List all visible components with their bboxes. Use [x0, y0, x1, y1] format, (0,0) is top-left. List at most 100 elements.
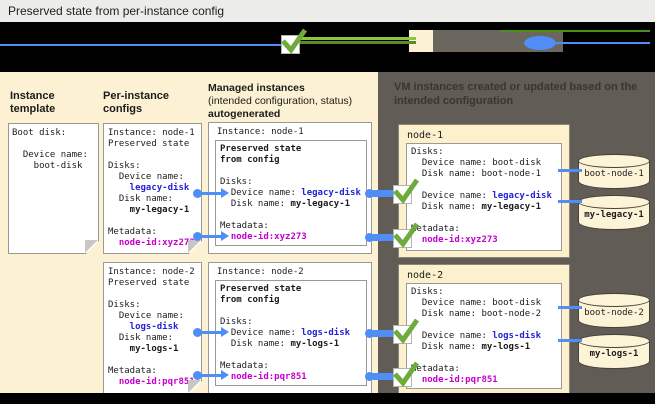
blank-line: [411, 213, 557, 224]
connector-dot: [193, 371, 202, 380]
disk-connector-line: [558, 339, 582, 342]
preserved-state-inner-box: Preserved state from config Disks: Devic…: [215, 140, 367, 246]
vm-detail-inner-box: Disks: Device name: boot-disk Disk name:…: [406, 143, 562, 251]
managed-line: Disks:: [220, 317, 253, 327]
blank-line: [220, 350, 362, 361]
legend-green-line-right: [500, 30, 650, 32]
cylinder-top: [578, 154, 650, 168]
connector-thick-line: [369, 234, 394, 241]
header-instance-template: Instance template: [10, 90, 56, 115]
connector-dot: [365, 372, 374, 381]
config-metadata-value: node-id:pqr851: [108, 377, 195, 387]
config-device-value: legacy-disk: [108, 183, 190, 193]
config-line: Instance: node-1: [108, 128, 195, 138]
header-per-instance-configs: Per-instance configs: [103, 90, 170, 115]
legend-status-checkbox: [281, 28, 308, 55]
arrowhead-icon: [221, 370, 229, 380]
legend-blue-line-left: [0, 44, 281, 46]
vm-boot-device-line: Device name: boot-disk: [411, 158, 542, 168]
blank-line: [411, 353, 557, 364]
status-checkbox: [393, 178, 420, 205]
connector-dot: [193, 189, 202, 198]
header-vm-instances: VM instances created or updated based on…: [394, 81, 638, 107]
per-instance-config-node-1-box: Instance: node-1 Preserved state Disks: …: [103, 123, 202, 254]
arrowhead-icon: [221, 231, 229, 241]
managed-instance-title: Instance: node-1: [217, 127, 304, 137]
connector-thick-line: [369, 190, 394, 197]
vm-boot-device-line: Device name: boot-disk: [411, 298, 542, 308]
managed-instance-node-1-box: Instance: node-1 Preserved state from co…: [208, 122, 372, 254]
header-managed-instances-line3: autogenerated: [208, 108, 281, 120]
legend-green-line-dark: [298, 41, 416, 44]
check-icon: [393, 318, 420, 345]
vm-device-line: Device name: legacy-disk: [411, 191, 552, 201]
status-checkbox: [393, 318, 420, 345]
page-title: Preserved state from per-instance config: [8, 4, 225, 18]
connector-dot: [193, 328, 202, 337]
managed-disk-line: Disk name: my-legacy-1: [220, 199, 351, 209]
disk-cylinder-boot-node-1: boot-node-1: [578, 154, 652, 191]
status-checkbox: [393, 222, 420, 249]
config-line: Device name:: [108, 172, 184, 182]
config-content: Instance: node-1 Preserved state Disks: …: [104, 124, 201, 253]
arrowhead-icon: [221, 327, 229, 337]
preserved-line: from config: [220, 295, 280, 305]
vm-disk-line: Disk name: my-logs-1: [411, 342, 531, 352]
blank-line: [411, 180, 557, 191]
vm-line: Metadata:: [411, 224, 460, 234]
managed-disk-line: Disk name: my-logs-1: [220, 339, 340, 349]
disk-connector-line: [558, 200, 582, 203]
connector-thick-line: [369, 373, 394, 380]
connector-line: [197, 331, 222, 334]
legend-cream-swatch: [409, 30, 433, 52]
vm-boot-disk-line: Disk name: boot-node-1: [411, 169, 542, 179]
managed-metadata-value: node-id:pqr851: [220, 372, 307, 382]
vm-detail-content: Disks: Device name: boot-disk Disk name:…: [407, 284, 561, 389]
managed-instance-node-2-box: Instance: node-2 Preserved state from co…: [208, 262, 372, 394]
check-icon: [393, 222, 420, 249]
blank-line: [220, 210, 362, 221]
config-disk-value: my-logs-1: [108, 344, 179, 354]
header-managed-instances-line2: (intended configuration, status): [208, 95, 353, 107]
legend-check-icon: [281, 28, 308, 55]
config-line: Device name:: [108, 311, 184, 321]
disk-label: boot-node-1: [584, 169, 644, 179]
per-instance-config-node-2-box: Instance: node-2 Preserved state Disks: …: [103, 262, 202, 394]
cylinder-top: [578, 334, 650, 348]
disk-cylinder-my-logs-1: my-logs-1: [578, 334, 652, 371]
blank-line: [220, 166, 362, 177]
disk-label: my-logs-1: [589, 349, 639, 359]
vm-metadata-value: node-id:xyz273: [411, 235, 498, 245]
template-line: Boot disk:: [12, 128, 67, 138]
cylinder-top: [578, 195, 650, 209]
managed-device-line: Device name: logs-disk: [220, 328, 351, 338]
blank-line: [220, 306, 362, 317]
connector-dot: [365, 329, 374, 338]
vm-node-title: node-1: [407, 130, 444, 141]
managed-metadata-value: node-id:xyz273: [220, 232, 307, 242]
preserved-state-inner-box: Preserved state from config Disks: Devic…: [215, 280, 367, 386]
disk-label: boot-node-2: [584, 308, 644, 318]
config-disk-value: my-legacy-1: [108, 205, 190, 215]
blank-line: [108, 289, 197, 300]
vm-device-line: Device name: logs-disk: [411, 331, 542, 341]
status-checkbox: [393, 361, 420, 388]
config-line: Preserved state: [108, 139, 190, 149]
vm-line: Disks:: [411, 287, 444, 297]
vm-node-1-box: node-1 Disks: Device name: boot-disk Dis…: [398, 124, 570, 258]
vm-disk-line: Disk name: my-legacy-1: [411, 202, 542, 212]
header-managed-instances-line1: Managed instances: [208, 82, 305, 94]
managed-instance-title: Instance: node-2: [217, 267, 304, 277]
config-line: Disks:: [108, 300, 141, 310]
config-content: Instance: node-2 Preserved state Disks: …: [104, 263, 201, 392]
header-managed-instances: Managed instances (intended configuratio…: [208, 82, 378, 121]
blank-line: [108, 150, 197, 161]
connector-dot: [365, 189, 374, 198]
config-line: Instance: node-2: [108, 267, 195, 277]
instance-template-content: Boot disk: Device name: boot-disk: [9, 124, 98, 176]
template-line: boot-disk: [12, 161, 83, 171]
instance-template-box: Boot disk: Device name: boot-disk: [8, 123, 99, 254]
legend-blue-line-right: [556, 42, 650, 44]
blank-line: [108, 216, 197, 227]
